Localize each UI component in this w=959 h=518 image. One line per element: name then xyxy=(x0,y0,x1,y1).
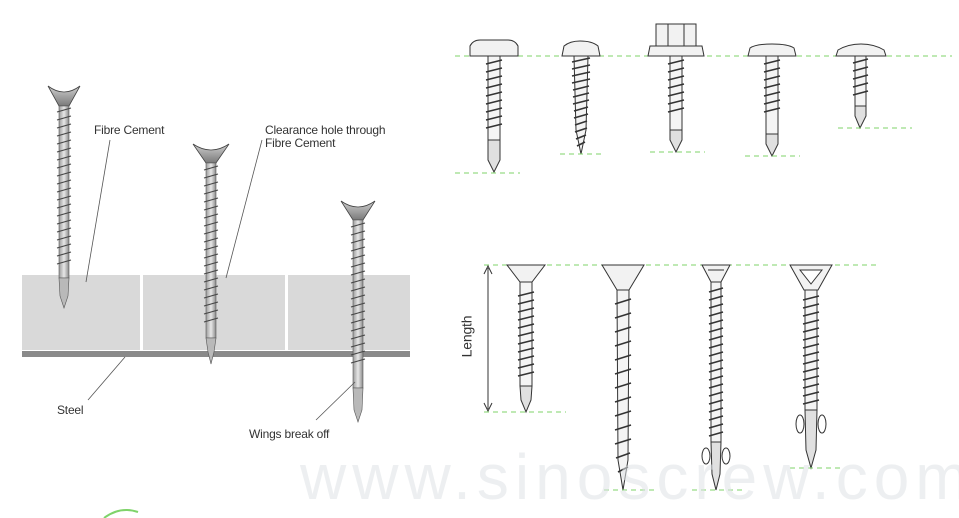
length-label: Length xyxy=(458,315,475,358)
fibre-cement-panel-1 xyxy=(22,275,140,350)
steel-leader xyxy=(87,356,126,401)
wings-label: Wings break off xyxy=(249,427,330,441)
steel-layer xyxy=(22,351,410,357)
length-types-row xyxy=(483,264,878,491)
bugle-head-screw-icon xyxy=(192,143,230,365)
pan-head-screw-icon xyxy=(560,40,605,155)
fibre-cement-panel-3 xyxy=(288,275,410,350)
bugle-head-needle-screw-icon xyxy=(601,264,655,491)
wafer-head-small-screw-icon xyxy=(835,43,912,130)
reamer-wing-screw-icon xyxy=(789,264,840,470)
steel-label: Steel xyxy=(57,403,84,417)
clearance-label-line1: Clearance hole through xyxy=(265,123,386,137)
modified-truss-head-screw-icon xyxy=(745,43,800,158)
head-styles-row xyxy=(455,23,952,174)
fibre-cement-leader xyxy=(85,139,111,283)
watermark: www.sinoscrew.com xyxy=(300,441,959,513)
wafer-head-screw-icon xyxy=(47,85,81,309)
clearance-label-line2: Fibre Cement xyxy=(265,136,336,150)
ribbed-flat-head-wing-screw-icon xyxy=(692,264,742,491)
hex-washer-head-screw-icon xyxy=(647,23,705,154)
green-logo-arc-icon xyxy=(103,509,139,518)
length-dimension xyxy=(483,264,493,413)
fibre-cement-label: Fibre Cement xyxy=(94,123,165,137)
clearance-leader xyxy=(225,139,263,279)
installation-illustration xyxy=(22,85,410,423)
wings-leader xyxy=(315,381,356,421)
wing-tip-screw-icon xyxy=(340,200,376,423)
truss-head-screw-icon xyxy=(455,39,520,174)
bugle-head-drill-screw-icon xyxy=(484,264,566,414)
